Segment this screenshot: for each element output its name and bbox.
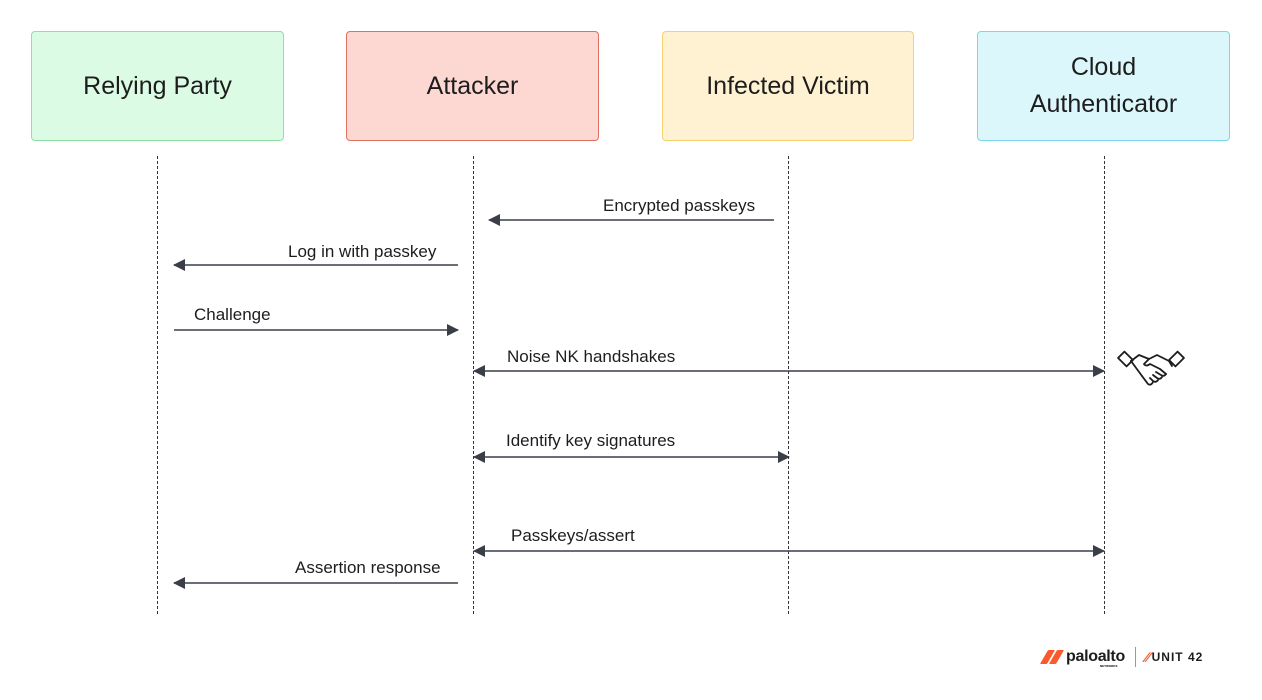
message-identify-key-signatures: Identify key signatures	[506, 431, 676, 450]
lifeline-relying-party	[157, 156, 158, 614]
message-encrypted-passkeys: Encrypted passkeys	[603, 196, 756, 215]
networks-wordmark: NETWORKS	[1100, 664, 1118, 668]
actor-relying-party: Relying Party	[31, 31, 284, 141]
paloalto-wordmark: paloalto	[1066, 648, 1125, 665]
message-passkeys-assert: Passkeys/assert	[511, 526, 635, 545]
actor-label: Relying Party	[83, 71, 232, 100]
message-assertion-response: Assertion response	[295, 558, 441, 577]
actor-label: Infected Victim	[706, 71, 870, 100]
actor-label-line2: Authenticator	[1029, 90, 1178, 118]
unit42-wordmark: UNIT 42	[1151, 650, 1204, 664]
message-log-in-with-passkey: Log in with passkey	[288, 242, 437, 261]
handshake-icon	[1117, 350, 1185, 386]
actor-cloud-authenticator: Cloud Authenticator	[977, 31, 1230, 141]
unit42-logo-icon: ∕∕	[1144, 649, 1150, 665]
actor-label-line1: Cloud	[1070, 53, 1137, 81]
lifeline-attacker	[473, 156, 474, 614]
actor-infected-victim: Infected Victim	[662, 31, 914, 141]
logo-divider	[1134, 647, 1136, 667]
actor-label: Attacker	[426, 71, 519, 100]
message-noise-nk-handshakes: Noise NK handshakes	[507, 347, 676, 366]
brand-logo: paloalto NETWORKS ∕∕ UNIT 42	[1039, 645, 1204, 669]
paloalto-logo-icon	[1039, 650, 1065, 664]
message-challenge: Challenge	[194, 305, 271, 324]
lifeline-cloud-authenticator	[1104, 156, 1105, 614]
lifeline-infected-victim	[788, 156, 789, 614]
actor-attacker: Attacker	[346, 31, 599, 141]
